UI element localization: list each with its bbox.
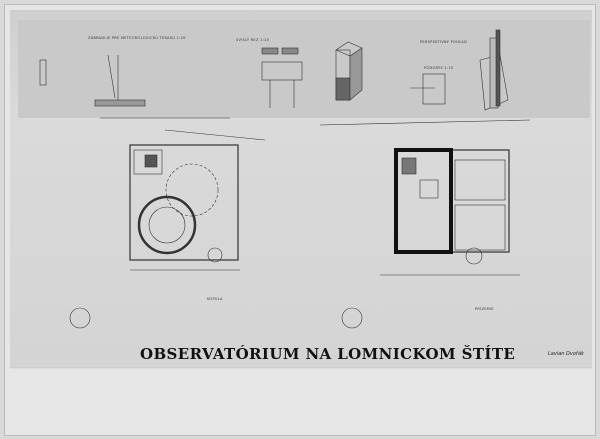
label-prizemie: PRÍZEMIE — [475, 307, 494, 311]
label-kopula: KOPULA — [207, 297, 223, 301]
label-plan-small: PÔDORYS 1:10 — [424, 66, 454, 70]
section-detail — [261, 47, 303, 108]
door-perspective — [410, 29, 509, 111]
drawing-title: OBSERVATÓRIUM NA LOMNICKOM ŠTÍTE — [140, 345, 516, 363]
railing-detail — [39, 54, 146, 107]
north-arrow-right — [341, 307, 363, 329]
box-perspective — [335, 41, 363, 101]
north-arrow-left — [69, 307, 91, 329]
plan-kopula — [129, 129, 266, 271]
plan-prizemie — [319, 119, 531, 276]
label-perspective: PERSPEKTÍVNY POHĽAD — [420, 40, 468, 44]
label-section: SVISLÝ REZ 1:10 — [236, 38, 270, 42]
signature: Lavian Dvořák — [548, 351, 584, 357]
label-railing: ZÁBRADLIE PRE METEOROLOGICKÚ TERASU 1:20 — [88, 36, 186, 40]
